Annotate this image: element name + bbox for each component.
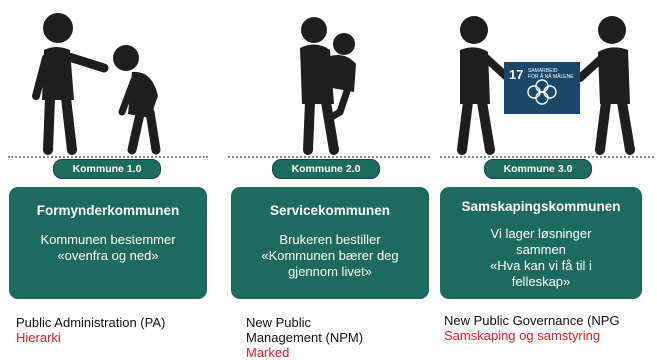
pointing-figures-illustration (32, 13, 161, 155)
carrying-figures-illustration (300, 17, 356, 155)
model-card-text: Vi lager løsninger sammen «Hva kan vi få… (490, 226, 592, 289)
model-level-pill: Kommune 3.0 (484, 159, 592, 179)
model-caption-red: Hierarki (16, 330, 61, 345)
model-column-2: Kommune 2.0 Servicekommunen Brukeren bes… (222, 0, 437, 360)
sdg-17-badge: 17 SAMARBEID FOR Å NÅ MÅLENE (504, 62, 580, 114)
model-level-pill: Kommune 1.0 (53, 159, 161, 179)
model-caption: New Public Management (NPM) Marked (246, 315, 364, 360)
separator-line (8, 156, 208, 158)
model-caption-red: Marked (246, 345, 290, 360)
sdg-badge-number: 17 (509, 67, 523, 82)
separator-line (440, 156, 654, 158)
model-card: Formynderkommunen Kommunen bestemmer «ov… (9, 187, 207, 299)
model-column-3: 17 SAMARBEID FOR Å NÅ MÅLENE Kommune 3.0… (436, 0, 657, 360)
model-caption: Public Administration (PA) Hierarki (16, 315, 166, 345)
sdg-badge-line1: SAMARBEID (528, 68, 558, 74)
model-card-text: Brukeren bestiller «Kommunen bærer deg g… (261, 232, 399, 279)
model-card: Servicekommunen Brukeren bestiller «Komm… (231, 187, 429, 299)
model-card: Samskapingskommunen Vi lager løsninger s… (440, 187, 642, 299)
sdg-badge-line2: FOR Å NÅ MÅLENE (528, 73, 574, 80)
model-card-text: Kommunen bestemmer «ovenfra og ned» (40, 232, 176, 263)
model-card-title: Servicekommunen (269, 203, 391, 218)
model-level-pill: Kommune 2.0 (272, 159, 380, 179)
sdg-rings-icon (527, 79, 557, 105)
model-card-title: Formynderkommunen (36, 203, 180, 218)
model-caption: New Public Governance (NPG Samskaping og… (444, 313, 620, 343)
model-card-title: Samskapingskommunen (461, 199, 621, 214)
separator-line (228, 156, 430, 158)
model-column-1: Kommune 1.0 Formynderkommunen Kommunen b… (0, 0, 215, 360)
model-caption-red: Samskaping og samstyring (444, 328, 601, 343)
collaborating-figures-illustration: 17 SAMARBEID FOR Å NÅ MÅLENE (457, 16, 635, 155)
